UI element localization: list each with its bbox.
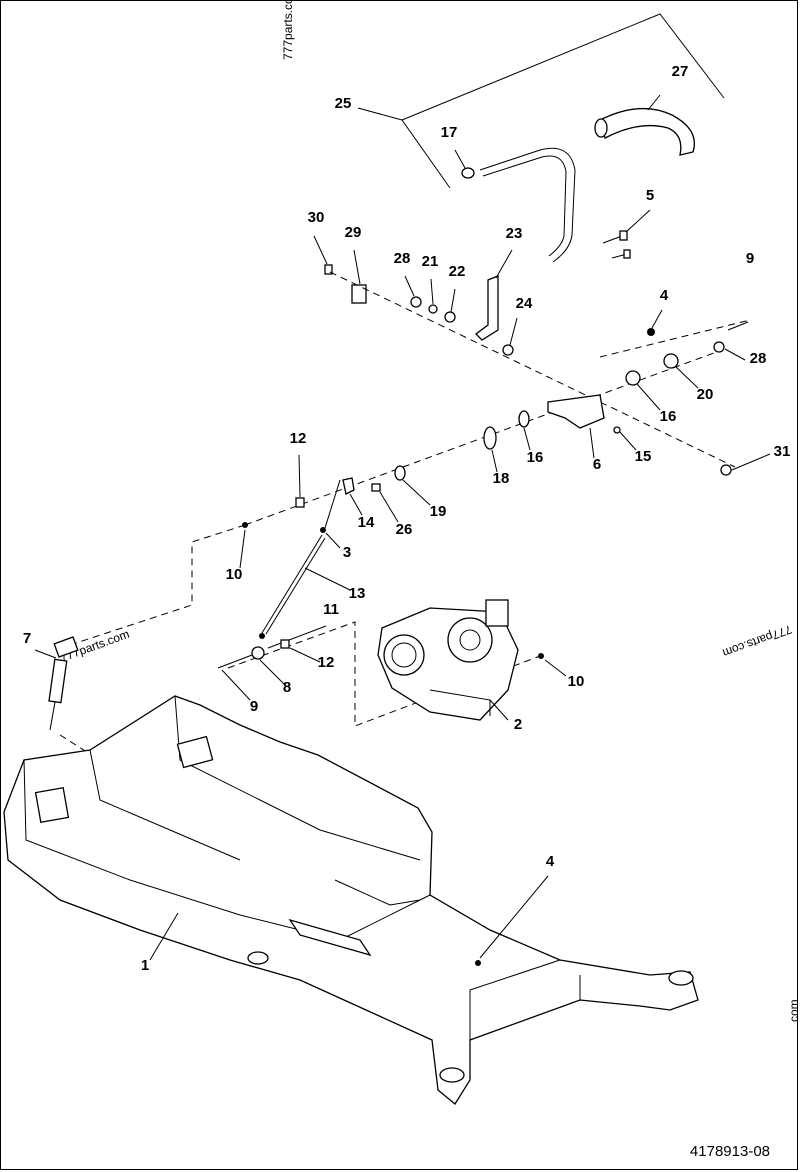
callout-30: 30 xyxy=(308,209,325,226)
hose-27 xyxy=(594,94,695,156)
watermark-edge: com xyxy=(787,999,800,1022)
rod-13 xyxy=(259,479,351,639)
callout-4: 4 xyxy=(660,287,669,304)
callout-28: 28 xyxy=(750,350,767,367)
callout-28: 28 xyxy=(394,250,411,267)
callout-25: 25 xyxy=(335,95,352,112)
document-number: 4178913-08 xyxy=(689,1143,770,1160)
callout-5: 5 xyxy=(646,187,654,204)
callout-31: 31 xyxy=(774,443,791,460)
callout-29: 29 xyxy=(345,224,362,241)
watermark-top: 777parts.com xyxy=(281,0,295,60)
lower-linkage-parts xyxy=(217,625,327,701)
callout-9: 9 xyxy=(746,250,754,267)
callout-18: 18 xyxy=(493,470,510,487)
callout-10: 10 xyxy=(226,566,243,583)
transmission-2 xyxy=(377,599,567,721)
callout-20: 20 xyxy=(697,386,714,403)
callout-19: 19 xyxy=(430,503,447,520)
callout-24: 24 xyxy=(516,295,533,312)
callout-4: 4 xyxy=(546,853,555,870)
callout-9: 9 xyxy=(250,698,258,715)
bolt-5 xyxy=(602,209,651,259)
callout-23: 23 xyxy=(506,225,523,242)
callout-22: 22 xyxy=(449,263,466,280)
callout-2: 2 xyxy=(514,716,522,733)
bracket-25 xyxy=(357,13,725,189)
callout-10: 10 xyxy=(568,673,585,690)
frame-1 xyxy=(3,695,699,1105)
callout-13: 13 xyxy=(349,585,366,602)
callout-12: 12 xyxy=(318,654,335,671)
callout-6: 6 xyxy=(593,456,601,473)
washers-right xyxy=(613,309,771,476)
bracket-6 xyxy=(547,394,605,459)
washers-center xyxy=(239,410,531,569)
callout-15: 15 xyxy=(635,448,652,465)
callout-16: 16 xyxy=(660,408,677,425)
callout-11: 11 xyxy=(323,601,339,618)
callout-8: 8 xyxy=(283,679,291,696)
callout-21: 21 xyxy=(422,253,439,270)
watermark-right: 777parts.com xyxy=(721,622,794,660)
callout-12: 12 xyxy=(290,430,307,447)
callout-1: 1 xyxy=(141,957,149,974)
callout-17: 17 xyxy=(441,124,458,141)
callout-16: 16 xyxy=(527,449,544,466)
washers-upper xyxy=(404,275,518,356)
callout-14: 14 xyxy=(358,514,375,531)
callout-3: 3 xyxy=(343,544,351,561)
callout-7: 7 xyxy=(23,630,31,647)
gas-spring-7 xyxy=(34,636,79,731)
parts-30-29 xyxy=(313,235,367,304)
rod-17 xyxy=(454,147,576,263)
bracket-23 xyxy=(475,249,513,341)
callout-27: 27 xyxy=(672,63,689,80)
callout-26: 26 xyxy=(396,521,413,538)
